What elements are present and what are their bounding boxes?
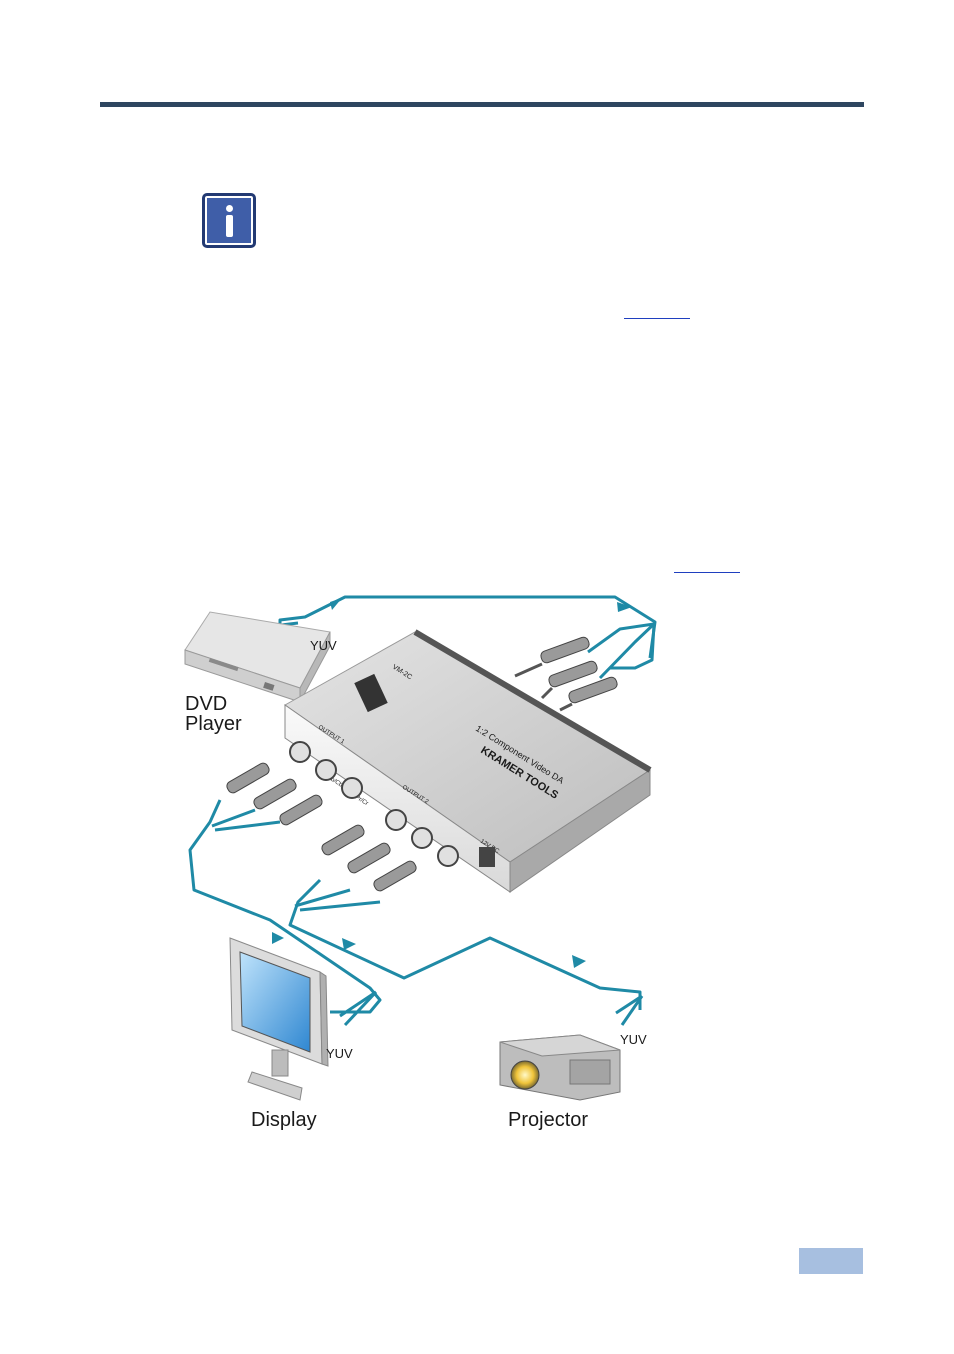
dvd-label-line1: DVD (185, 693, 227, 715)
yuv-label-dvd: YUV (310, 638, 337, 653)
dvd-label-line2: Player (185, 713, 242, 735)
projector (499, 1034, 621, 1101)
dvd-player (184, 611, 331, 703)
bnc-connectors (289, 741, 495, 867)
hyperlink-underline[interactable] (624, 318, 690, 319)
yuv-label-display: YUV (326, 1046, 353, 1061)
arrow-icon (272, 598, 632, 968)
projector-label: Projector (508, 1109, 588, 1131)
yuv-label-projector: YUV (620, 1032, 647, 1047)
page-number-tab (799, 1248, 863, 1274)
connection-diagram: KRAMER TOOLS 1:2 Component Video DA VM-2… (184, 595, 657, 1131)
display-label: Display (251, 1109, 317, 1131)
cables (188, 595, 657, 1027)
input-rca-plugs (514, 636, 618, 712)
output-rca-plugs (226, 762, 417, 892)
distribution-amplifier: KRAMER TOOLS 1:2 Component Video DA VM-2… (284, 629, 652, 893)
hyperlink-underline[interactable] (674, 572, 740, 573)
header-rule (100, 102, 864, 107)
display-monitor (229, 937, 329, 1101)
info-icon (202, 193, 256, 248)
